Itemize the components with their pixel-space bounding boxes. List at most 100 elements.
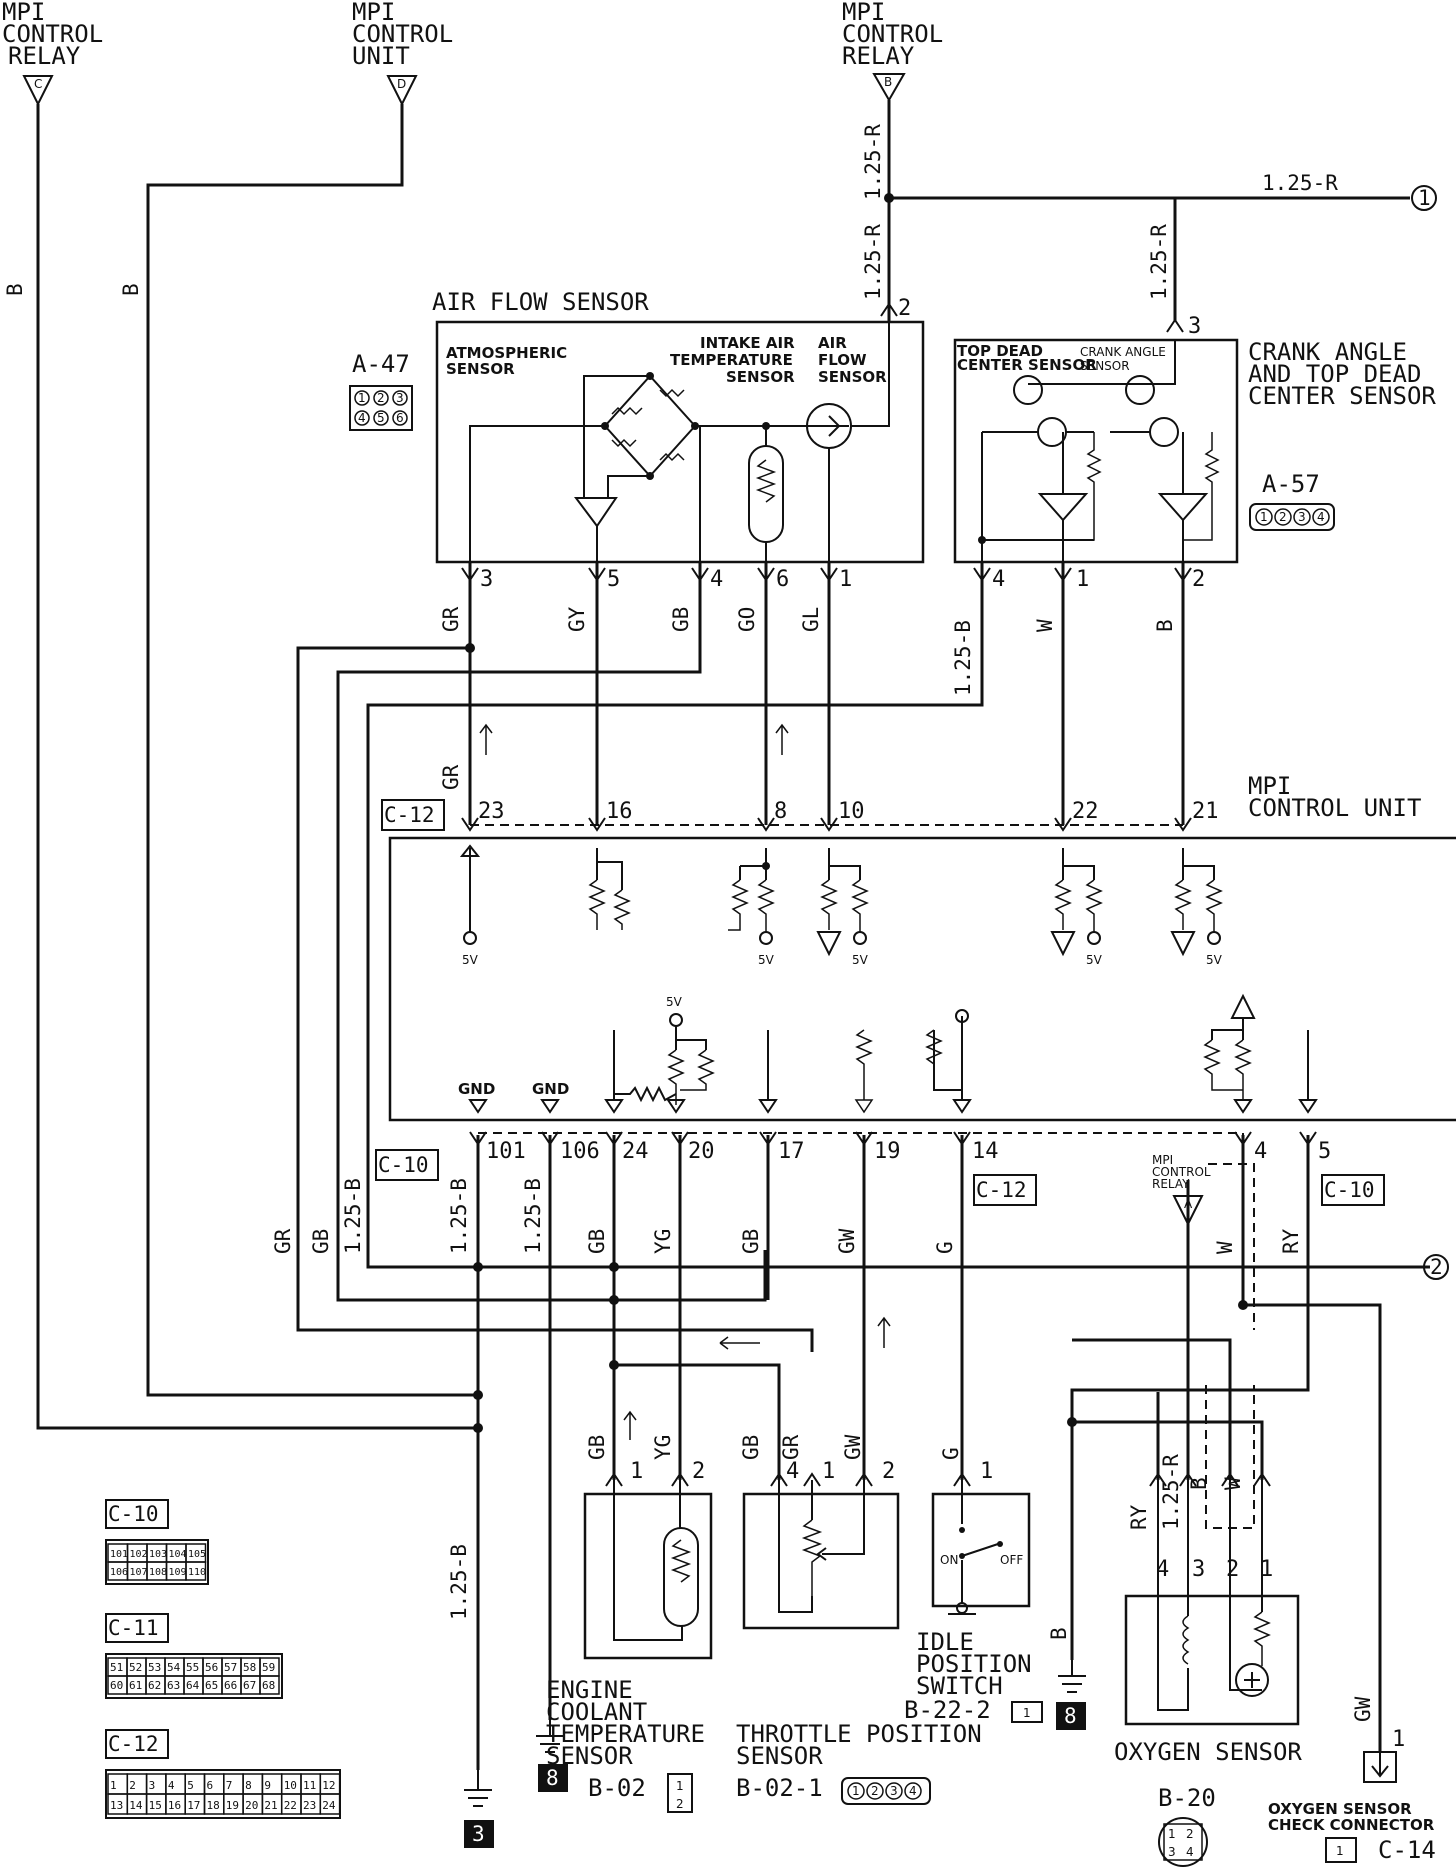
legend-cell-label: 11 [303,1779,316,1792]
svg-text:SWITCH: SWITCH [916,1672,1003,1700]
svg-text:14: 14 [972,1139,999,1164]
svg-text:GB: GB [309,1229,333,1254]
svg-text:B: B [1047,1627,1071,1640]
svg-text:5: 5 [1318,1139,1331,1164]
svg-text:1.25-B: 1.25-B [521,1178,545,1254]
svg-text:C-12: C-12 [384,803,435,827]
svg-text:1.25-R: 1.25-R [861,124,885,200]
svg-text:1.25-B: 1.25-B [447,1544,471,1620]
legend-cell [259,1675,280,1695]
svg-text:2: 2 [1279,510,1287,524]
svg-text:3: 3 [480,567,493,592]
legend-cell-label: 20 [245,1799,258,1812]
afs-pins: 3 5 4 6 1 2 [461,296,911,592]
legend-cell-label: 5 [187,1779,194,1792]
legend-cell-label: 16 [168,1799,181,1812]
svg-text:TEMPERATURE: TEMPERATURE [546,1720,705,1748]
svg-text:2: 2 [898,296,911,321]
svg-text:B-22-2: B-22-2 [904,1696,991,1724]
svg-text:1: 1 [1260,1557,1273,1582]
svg-text:1: 1 [839,567,852,592]
svg-text:C-10: C-10 [108,1502,159,1526]
legend-cell-label: 66 [224,1679,237,1692]
svg-text:CENTER SENSOR: CENTER SENSOR [1248,382,1436,410]
svg-text:3: 3 [1298,510,1306,524]
coolant-temp-sensor: 1 2 ENGINE COOLANT TEMPERATURE SENSOR B-… [546,1459,713,1813]
svg-text:5: 5 [607,567,620,592]
svg-text:3: 3 [1188,314,1201,339]
svg-text:A: A [1184,1197,1193,1211]
svg-text:101: 101 [486,1139,526,1164]
svg-text:SENSOR: SENSOR [736,1742,823,1770]
svg-text:1: 1 [1168,1827,1176,1841]
legend-cell-label: 108 [149,1567,167,1578]
svg-text:2: 2 [882,1459,895,1484]
svg-text:INTAKE AIR: INTAKE AIR [700,334,795,352]
svg-text:MPI: MPI [842,0,885,26]
svg-text:ENGINE: ENGINE [546,1676,633,1704]
svg-text:YG: YG [651,1435,675,1460]
legend-cell-label: 109 [169,1567,187,1578]
svg-text:TEMPERATURE: TEMPERATURE [670,351,793,369]
legend-cell-label: 17 [187,1799,200,1812]
svg-text:106: 106 [560,1139,600,1164]
legend-cell-label: 102 [130,1549,148,1560]
flow-arrows [479,723,891,1440]
main-wires [36,100,1430,1770]
svg-text:G: G [939,1447,963,1460]
legend-cell-label: 106 [110,1567,128,1578]
legend-cell-label: 63 [167,1679,180,1692]
svg-text:C-10: C-10 [378,1153,429,1177]
legend-cell-label: 65 [205,1679,218,1692]
svg-text:3: 3 [1192,1557,1205,1582]
svg-text:CRANK ANGLE: CRANK ANGLE [1248,338,1407,366]
legend-cell-label: 2 [129,1779,136,1792]
svg-text:1.25-B: 1.25-B [341,1178,365,1254]
svg-text:1.25-R: 1.25-R [861,224,885,300]
svg-text:4: 4 [710,567,723,592]
legend-cell-label: 54 [167,1661,181,1674]
legend-cell-label: 8 [245,1779,252,1792]
legend-cell-label: 104 [169,1549,187,1560]
svg-text:CONTROL: CONTROL [1152,1165,1211,1179]
svg-text:4: 4 [992,567,1005,592]
svg-text:1: 1 [980,1459,993,1484]
legend-cell-label: 58 [243,1661,256,1674]
svg-text:CONTROL: CONTROL [352,20,453,48]
svg-text:B: B [119,283,143,296]
svg-text:AIR: AIR [818,334,847,352]
svg-text:B: B [3,283,27,296]
svg-text:1: 1 [852,1784,860,1798]
svg-text:MPI: MPI [1152,1153,1173,1167]
svg-text:A-57: A-57 [1262,470,1320,498]
svg-text:C-12: C-12 [108,1732,159,1756]
svg-text:1: 1 [1023,1706,1031,1720]
svg-text:THROTTLE POSITION: THROTTLE POSITION [736,1720,982,1748]
svg-text:C: C [34,77,42,91]
svg-text:19: 19 [874,1139,901,1164]
legend-cell-label: 52 [129,1661,142,1674]
legend-cell-label: 18 [207,1799,220,1812]
cas-pins: 3 4 1 2 [973,314,1205,592]
legend-cell-label: 14 [129,1799,143,1812]
svg-text:B-02: B-02 [588,1774,646,1802]
legend-cell-label: 12 [322,1779,335,1792]
svg-text:2: 2 [676,1797,684,1811]
svg-text:5V: 5V [666,995,683,1009]
svg-text:C-10: C-10 [1324,1178,1375,1202]
svg-text:5V: 5V [462,953,479,967]
svg-text:RY: RY [1279,1228,1303,1254]
legend-cell-label: 4 [168,1779,175,1792]
svg-text:B: B [884,75,892,89]
svg-text:10: 10 [838,799,865,824]
svg-text:CENTER SENSOR: CENTER SENSOR [957,356,1097,374]
svg-text:4: 4 [1156,1557,1169,1582]
legend-cell-label: 61 [129,1679,142,1692]
svg-text:1: 1 [676,1779,684,1793]
